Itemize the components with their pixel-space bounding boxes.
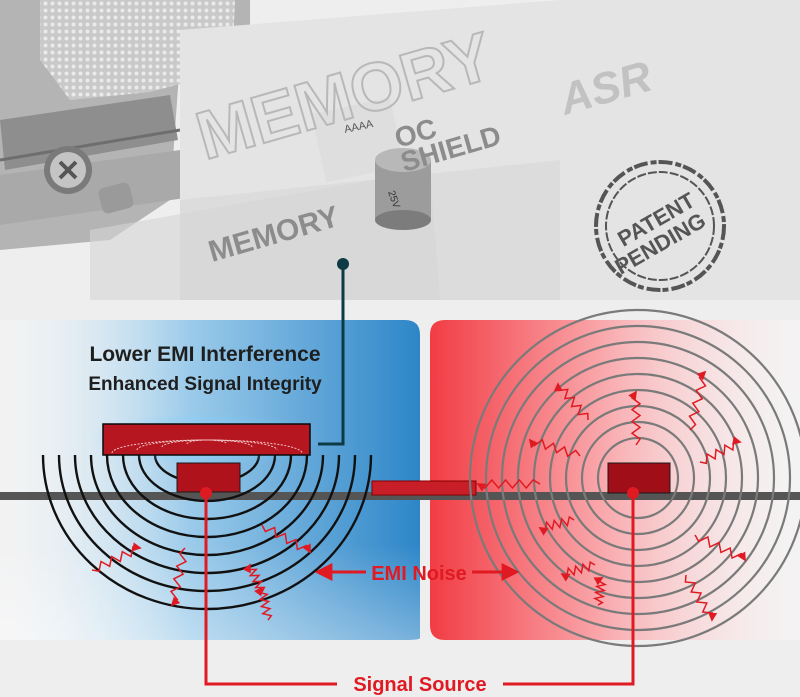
shield-loop bbox=[186, 439, 228, 445]
left-signal-source bbox=[176, 462, 241, 493]
signal-source-label: Signal Source bbox=[353, 674, 486, 696]
noise-arrow bbox=[684, 574, 718, 622]
left-panel-subtitle: Enhanced Signal Integrity bbox=[88, 374, 322, 395]
emi-noise-callout: EMI Noise bbox=[314, 563, 520, 585]
noise-arrow bbox=[592, 577, 608, 606]
noise-arrow bbox=[254, 586, 273, 621]
field-circle bbox=[532, 372, 744, 584]
noise-arrows bbox=[91, 370, 746, 622]
field-circle bbox=[516, 356, 760, 600]
shield-loop bbox=[136, 439, 278, 451]
noise-arrow bbox=[538, 515, 575, 536]
noise-arrow bbox=[560, 560, 596, 582]
right-signal-source bbox=[607, 462, 671, 494]
emi-noise-label: EMI Noise bbox=[371, 563, 467, 585]
signal-source-callout: Signal Source bbox=[204, 493, 635, 696]
shield-pointer bbox=[318, 258, 349, 446]
field-circle bbox=[548, 388, 728, 568]
noise-arrow bbox=[628, 390, 642, 446]
shield-plate bbox=[90, 412, 322, 466]
noise-arrow bbox=[694, 534, 746, 562]
noise-arrow bbox=[91, 542, 142, 573]
noise-arrow bbox=[688, 370, 707, 431]
noise-arrow bbox=[528, 438, 581, 458]
noise-arrow bbox=[261, 524, 311, 554]
field-circle bbox=[580, 420, 696, 536]
field-circle bbox=[484, 324, 792, 632]
screw-icon bbox=[44, 146, 92, 194]
field-circle bbox=[500, 340, 776, 616]
left-panel-title: Lower EMI Interference bbox=[89, 343, 320, 366]
middle-component bbox=[371, 480, 477, 496]
noise-arrow bbox=[476, 478, 541, 492]
noise-arrow bbox=[553, 382, 589, 421]
capacitor-icon bbox=[311, 97, 431, 230]
field-circle bbox=[468, 308, 800, 648]
noise-arrow bbox=[169, 547, 188, 607]
board-trace bbox=[0, 492, 800, 500]
noise-arrow bbox=[699, 436, 742, 465]
shield-loop bbox=[111, 439, 303, 454]
